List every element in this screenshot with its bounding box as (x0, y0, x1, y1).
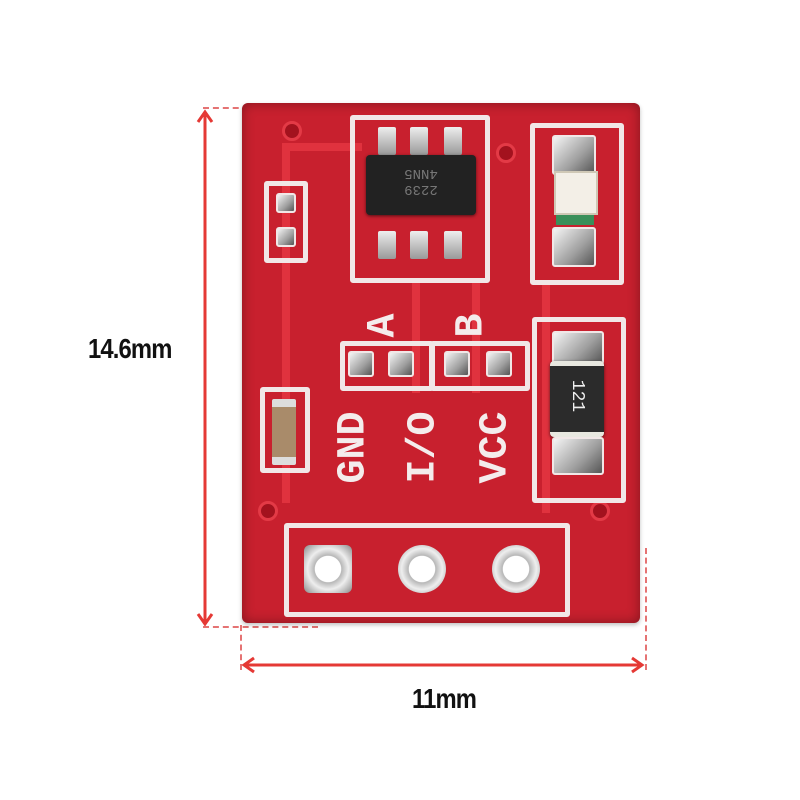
touch-ic-chip: 4NN5 2239 (366, 155, 476, 215)
trace (282, 143, 290, 503)
jumper-b-pad (486, 351, 512, 377)
resistor-body: 121 (550, 361, 604, 437)
ic-pin (410, 127, 428, 155)
mounting-dot (258, 501, 278, 521)
pcb-board: 4NN5 2239 A B 121 GND I/O VCC (242, 103, 640, 623)
resistor-marking: 121 (567, 379, 587, 413)
led-green-mark (556, 215, 594, 225)
mounting-dot (496, 143, 516, 163)
ic-pin (378, 127, 396, 155)
led-outline (530, 123, 624, 285)
pin-label-vcc: VCC (473, 411, 519, 484)
led-body (554, 171, 598, 215)
resistor-outline (532, 317, 626, 503)
ic-pin (444, 231, 462, 259)
resistor-pad (552, 437, 604, 475)
trace (542, 283, 550, 513)
header-pin-gnd (304, 545, 352, 593)
ic-marking-line1: 4NN5 (404, 165, 438, 181)
height-guide-bottom (203, 626, 318, 628)
header-pin-vcc (492, 545, 540, 593)
width-guide-right (645, 548, 647, 670)
ic-marking-line2: 2239 (404, 181, 438, 197)
header-pin-io (398, 545, 446, 593)
capacitor-pad (276, 193, 296, 213)
mounting-dot (282, 121, 302, 141)
ic-pin (444, 127, 462, 155)
capacitor-pad (276, 227, 296, 247)
jumper-a-pad (348, 351, 374, 377)
pin-label-io: I/O (401, 411, 447, 484)
width-guide-left (240, 625, 242, 670)
led-pad (552, 227, 596, 267)
jumper-b-label: B (449, 313, 495, 338)
jumper-b-outline (430, 341, 530, 391)
width-arrow (241, 656, 645, 674)
jumper-a-label: A (361, 313, 407, 338)
trace (412, 283, 420, 393)
trace (472, 283, 480, 393)
capacitor-outline (264, 181, 308, 263)
width-label: 11mm (412, 683, 477, 714)
jumper-b-pad (444, 351, 470, 377)
capacitor-outline (260, 387, 310, 473)
capacitor-body (272, 399, 296, 465)
led-pad (552, 135, 596, 175)
ic-pin (410, 231, 428, 259)
trace (282, 143, 362, 151)
resistor-pad (552, 331, 604, 365)
mounting-dot (590, 501, 610, 521)
jumper-a-pad (388, 351, 414, 377)
header-outline (284, 523, 570, 617)
ic-outline (350, 115, 490, 283)
ic-pin (378, 231, 396, 259)
pin-label-gnd: GND (331, 411, 377, 484)
height-arrow (196, 109, 214, 627)
height-label: 14.6mm (88, 333, 172, 364)
